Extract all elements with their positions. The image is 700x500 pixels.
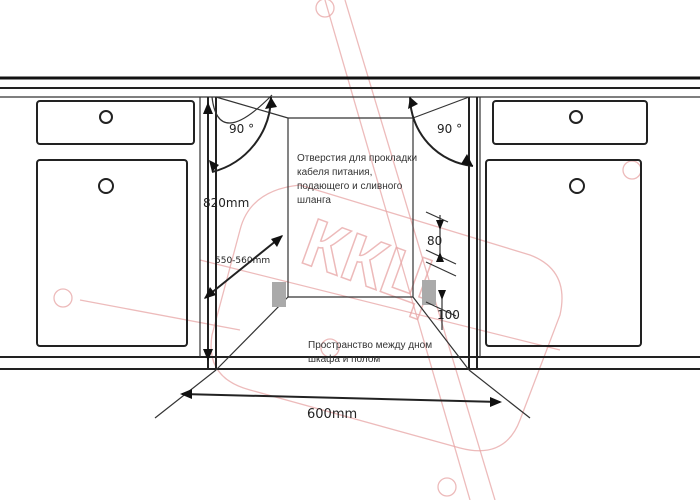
angle-right: 90 ° [408, 96, 474, 167]
small-top-label: 80 [427, 234, 442, 248]
space-note-line-1: Пространство между дном [308, 340, 432, 351]
left-cabinet [36, 97, 201, 357]
holes-note-line-1: Отверстия для прокладки [297, 153, 417, 164]
holes-note-line-4: шланга [297, 195, 331, 206]
height-dimension: 820mm [203, 102, 249, 361]
niche-left-panel [207, 97, 217, 369]
angle-right-label: 90 ° [437, 122, 462, 136]
holes-note: Отверстия для прокладки кабеля питания, … [297, 153, 417, 206]
countertop [0, 76, 700, 98]
angle-left-label: 90 ° [229, 122, 254, 136]
left-hole-marker [272, 282, 286, 307]
right-cabinet [479, 97, 648, 357]
small-dimensions: 80 100 [425, 211, 460, 330]
holes-note-line-3: подающего и сливного [297, 181, 403, 192]
right-top-knob [569, 110, 583, 124]
niche-right-panel [468, 97, 478, 369]
space-note-line-2: шкафа и полом [308, 353, 380, 365]
width-label: 600mm [307, 407, 357, 422]
small-bottom-label: 100 [437, 308, 460, 322]
right-hole-marker [422, 280, 436, 305]
width-dimension: 600mm [154, 369, 531, 422]
watermark-logo: ККЦ [53, 0, 642, 500]
holes-note-line-2: кабеля питания, [297, 166, 372, 178]
right-door-knob [569, 178, 585, 194]
niche-interior [215, 96, 470, 371]
left-top-knob [99, 110, 113, 124]
left-door-knob [98, 178, 114, 194]
height-label: 820mm [203, 196, 249, 210]
space-note: Пространство между дном шкафа и полом [308, 340, 432, 365]
depth-label: 550-560mm [215, 256, 270, 266]
floor-plinth [0, 356, 700, 370]
depth-dimension: 550-560mm [204, 235, 283, 299]
angle-left: 90 ° [209, 94, 277, 173]
